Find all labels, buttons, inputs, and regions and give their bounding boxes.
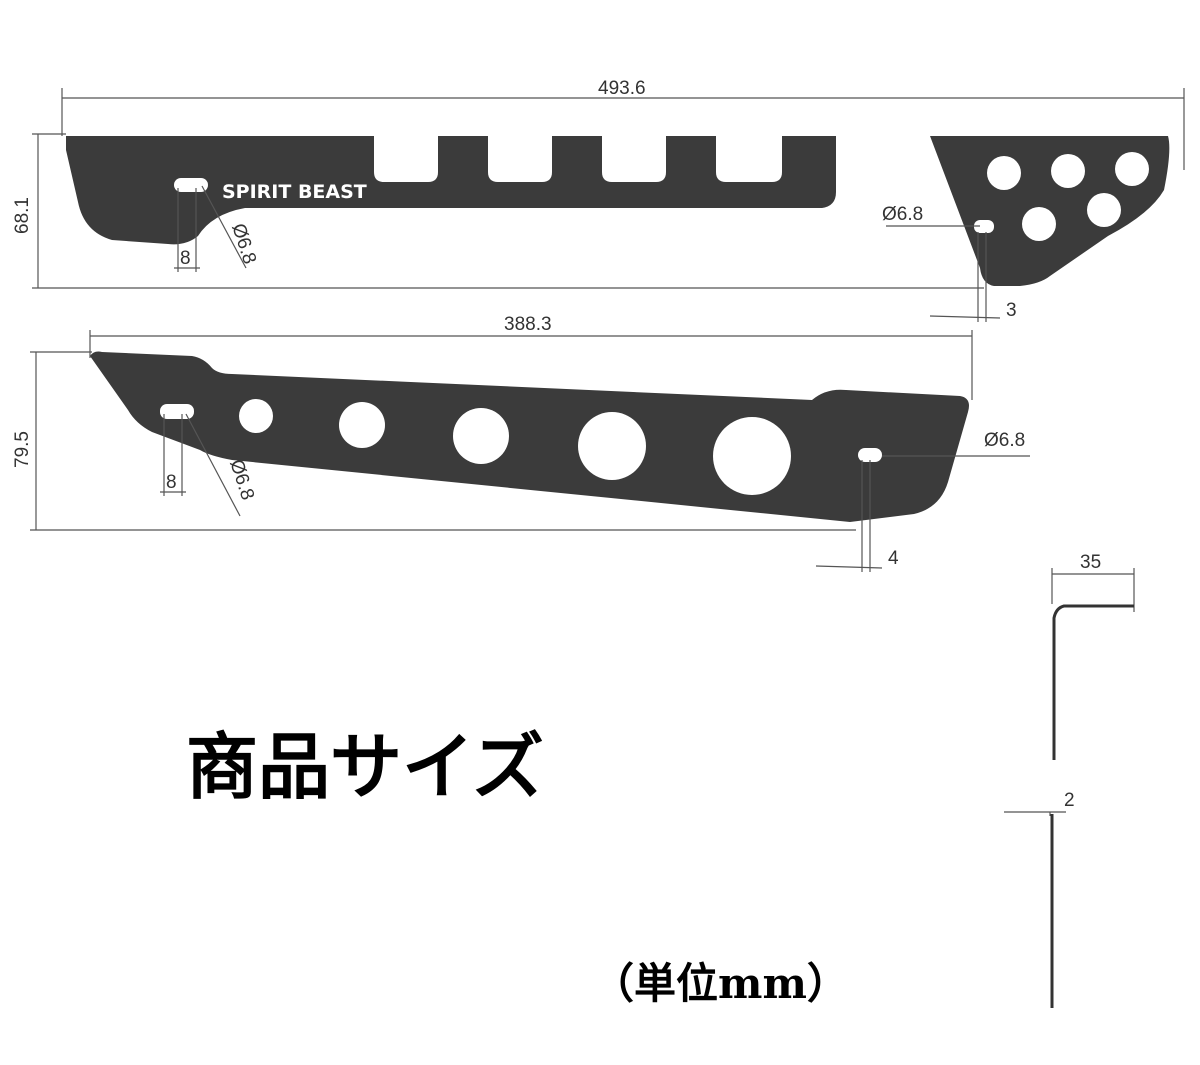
bottom-bracket-slot-left — [160, 404, 194, 419]
top-bracket-hole-1 — [987, 156, 1021, 190]
profile-thickness-label: 2 — [1064, 790, 1075, 811]
bottom-slot-right-dia: Ø6.8 — [984, 430, 1025, 451]
top-bracket: SPIRIT BEAST — [66, 136, 1170, 286]
bottom-bracket — [90, 351, 969, 522]
top-slot-left-dia: Ø6.8 — [227, 221, 260, 267]
top-slot-right-width: 3 — [1006, 300, 1017, 321]
bottom-length-label: 388.3 — [504, 314, 552, 335]
top-bracket-cutout-2 — [488, 136, 552, 182]
top-bracket-hole-4 — [1022, 207, 1056, 241]
top-bracket-hole-5 — [1087, 193, 1121, 227]
top-bracket-hole-2 — [1051, 154, 1085, 188]
bottom-bracket-hole-1 — [239, 399, 273, 433]
profile-flange-label: 35 — [1080, 552, 1101, 573]
brand-label: SPIRIT BEAST — [222, 181, 367, 203]
top-bracket-slot-left — [174, 178, 208, 192]
bottom-bracket-hole-2 — [339, 402, 385, 448]
top-height-label: 68.1 — [12, 197, 33, 234]
bottom-bracket-slot-right — [858, 448, 882, 462]
top-bracket-cutout-4 — [716, 136, 782, 182]
unit-note: （単位mm） — [592, 959, 849, 1008]
bottom-slot-left-dia: Ø6.8 — [225, 457, 258, 503]
top-bracket-dimensions: 493.6 68.1 8 Ø6.8 Ø6.8 3 — [12, 78, 1185, 322]
bottom-slot-right-width: 4 — [888, 548, 899, 569]
bottom-height-label: 79.5 — [12, 431, 33, 468]
bottom-bracket-hole-3 — [453, 408, 509, 464]
top-bracket-hole-3 — [1115, 152, 1149, 186]
bottom-bracket-hole-4 — [578, 412, 646, 480]
bottom-bracket-body — [90, 351, 969, 522]
top-slot-left-width: 8 — [180, 248, 191, 269]
page-title: 商品サイズ — [186, 724, 544, 809]
bottom-slot-left-width: 8 — [166, 472, 177, 493]
profile-section: 35 2 — [1004, 552, 1135, 1008]
bottom-bracket-hole-5 — [713, 417, 791, 495]
top-bracket-slot-right — [974, 220, 994, 233]
top-bracket-cutout-3 — [602, 136, 666, 182]
top-length-label: 493.6 — [598, 78, 646, 99]
top-slot-right-dia: Ø6.8 — [882, 204, 923, 225]
top-bracket-cutout-1 — [374, 136, 438, 182]
profile-top-view — [1052, 604, 1134, 760]
